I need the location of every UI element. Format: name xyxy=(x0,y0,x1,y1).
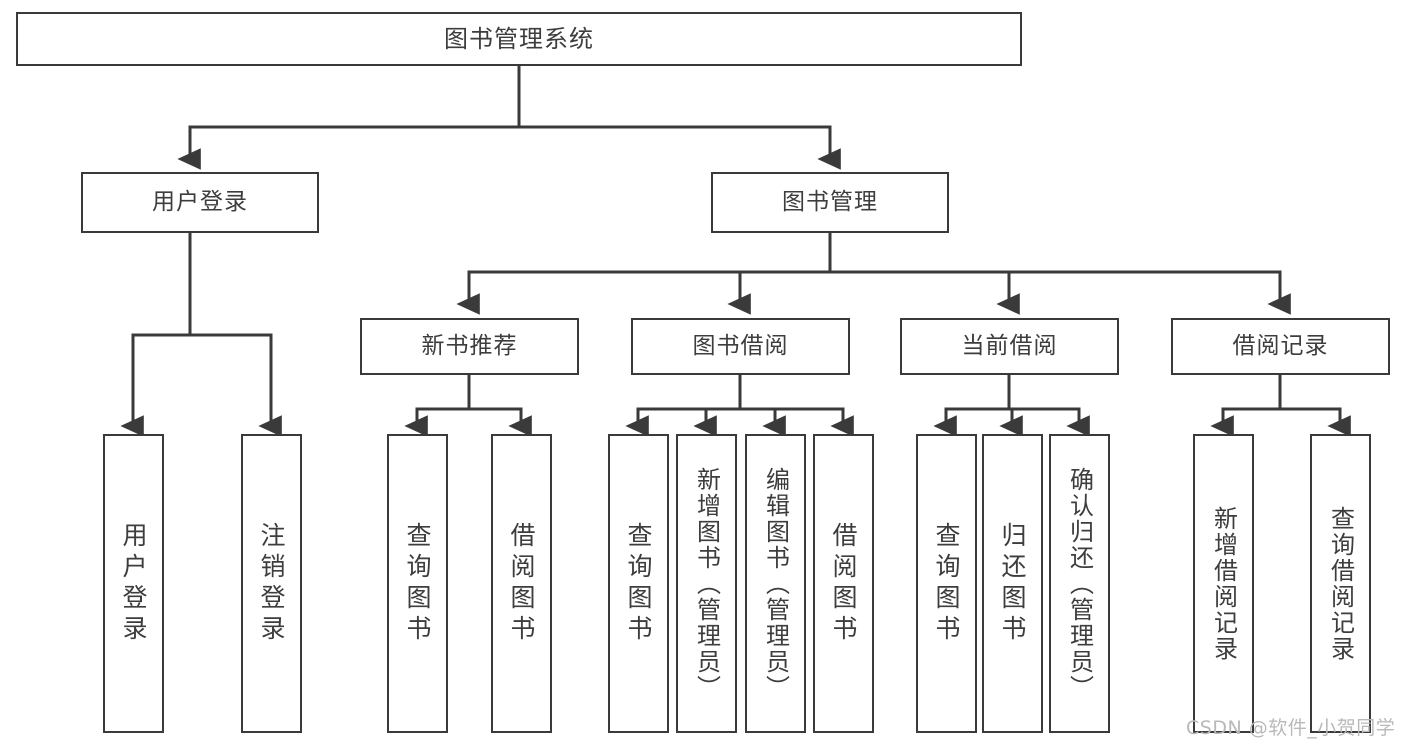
leaf-record-add-record[interactable]: 新增借阅记录 xyxy=(1193,434,1254,733)
leaf-borrow-query-book[interactable]: 查询图书 xyxy=(608,434,669,733)
leaf-user-login-signout[interactable]: 注销登录 xyxy=(241,434,302,733)
node-label: 查询借阅记录 xyxy=(1326,505,1355,662)
leaf-current-return-book[interactable]: 归还图书 xyxy=(982,434,1043,733)
node-borrowing-record[interactable]: 借阅记录 xyxy=(1171,318,1390,375)
leaf-borrow-edit-book-admin[interactable]: 编辑图书（管理员） xyxy=(745,434,806,733)
node-root-book-management-system[interactable]: 图书管理系统 xyxy=(16,12,1022,66)
node-label: 用户登录 xyxy=(119,521,148,646)
node-label: 归还图书 xyxy=(998,521,1027,646)
leaf-new-book-query[interactable]: 查询图书 xyxy=(387,434,448,733)
node-label: 编辑图书（管理员） xyxy=(761,466,790,701)
node-label: 新增借阅记录 xyxy=(1209,505,1238,662)
csdn-watermark: CSDN @软件_小贺同学 xyxy=(1186,717,1396,739)
node-label: 图书管理系统 xyxy=(444,24,594,53)
node-user-login[interactable]: 用户登录 xyxy=(81,172,319,233)
leaf-borrow-add-book-admin[interactable]: 新增图书（管理员） xyxy=(676,434,737,733)
node-label: 用户登录 xyxy=(152,188,248,215)
leaf-new-book-borrow[interactable]: 借阅图书 xyxy=(491,434,552,733)
leaf-borrow-borrow-book[interactable]: 借阅图书 xyxy=(813,434,874,733)
node-label: 新增图书（管理员） xyxy=(692,466,721,701)
node-label: 借阅图书 xyxy=(829,521,858,646)
node-label: 确认归还（管理员） xyxy=(1065,466,1094,701)
node-label: 查询图书 xyxy=(624,521,653,646)
leaf-user-login-signin[interactable]: 用户登录 xyxy=(103,434,164,733)
node-label: 图书管理 xyxy=(782,188,878,215)
leaf-current-confirm-return-admin[interactable]: 确认归还（管理员） xyxy=(1049,434,1110,733)
node-label: 查询图书 xyxy=(403,521,432,646)
node-book-management[interactable]: 图书管理 xyxy=(711,172,949,233)
node-label: 查询图书 xyxy=(932,521,961,646)
node-book-borrowing[interactable]: 图书借阅 xyxy=(631,318,850,375)
node-new-book-recommendation[interactable]: 新书推荐 xyxy=(360,318,579,375)
node-label: 当前借阅 xyxy=(961,332,1058,359)
leaf-record-query-record[interactable]: 查询借阅记录 xyxy=(1310,434,1371,733)
leaf-current-query-book[interactable]: 查询图书 xyxy=(916,434,977,733)
node-label: 图书借阅 xyxy=(692,332,789,359)
node-label: 借阅图书 xyxy=(507,521,536,646)
node-label: 借阅记录 xyxy=(1232,332,1329,359)
node-label: 注销登录 xyxy=(257,521,286,646)
node-current-borrowing[interactable]: 当前借阅 xyxy=(900,318,1119,375)
node-label: 新书推荐 xyxy=(421,332,518,359)
